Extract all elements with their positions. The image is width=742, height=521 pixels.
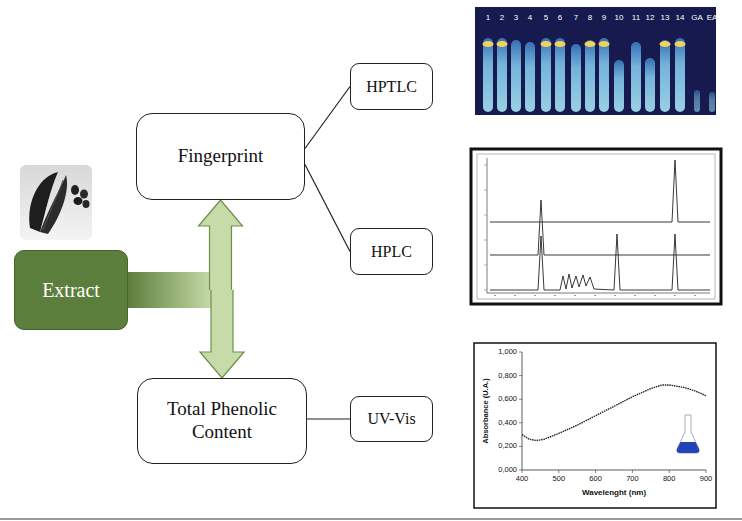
hptlc-plate [475,7,716,115]
lane-label: GA [691,14,703,22]
node-text: Total Phenolic Content [146,398,298,444]
tlc-spot [555,41,566,47]
uv-vis-spectrum [474,343,716,508]
node-text: HPLC [371,242,412,261]
tlc-lane [571,44,581,112]
lane-label: 6 [558,14,562,22]
tlc-lane [525,42,535,112]
lane-label: 11 [632,14,640,22]
axis-tick-label: 500 [553,475,566,483]
technique-box: UV-Vis [350,396,433,442]
method-box: Total Phenolic Content [137,378,307,464]
technique-box: HPLC [350,228,433,275]
axis-tick-label: 0,000 [498,466,517,474]
axis-tick-label: 0,200 [498,443,517,451]
axis-title: Wavelenght (nm) [582,489,646,497]
tlc-spot [585,41,596,47]
axis-tick-label: 800 [663,475,676,483]
lane-label: 5 [544,14,548,22]
tlc-spot [675,41,686,47]
tlc-spot [483,41,494,47]
lane-label: 13 [661,14,670,22]
input-box: Extract [14,250,128,330]
node-text: Extract [42,278,100,302]
tlc-spot [497,41,508,47]
connector [200,290,244,378]
axis-tick-label: 0,400 [498,419,517,427]
axis-tick-label: 0,800 [498,372,517,380]
tlc-lane [511,40,521,112]
lane-label: 7 [574,14,578,22]
tlc-lane [483,38,493,112]
tlc-spot [599,41,610,47]
lane-label: 2 [500,14,504,22]
axis-tick-label: 400 [516,475,529,483]
tlc-lane [614,60,624,112]
axis-tick-label: 700 [626,475,639,483]
node-text: Fingerprint [178,145,264,168]
axis-title: Absorbance (U.A.) [482,378,490,443]
node-text: UV-Vis [367,409,415,428]
tlc-lane [541,38,551,112]
connector [305,165,350,252]
lane-label: 12 [646,14,655,22]
technique-box: HPTLC [350,63,433,110]
axis-tick-label: 600 [589,475,602,483]
lane-label: EA [707,14,718,22]
lane-label: 4 [528,14,532,22]
tlc-lane [497,38,507,112]
tlc-lane [631,42,641,112]
hplc-chromatogram [471,149,721,304]
tlc-lane [675,38,685,112]
lane-label: 8 [588,14,592,22]
node-text: HPTLC [366,77,417,96]
axis-tick-label: 0,600 [498,395,517,403]
method-box: Fingerprint [136,113,305,200]
connector [199,200,243,290]
tlc-lane [660,40,670,112]
tlc-lane [709,92,715,112]
tlc-spot [660,41,671,47]
tlc-lane [645,58,655,112]
frame-line [0,519,742,520]
lane-label: 1 [486,14,490,22]
lane-label: 10 [615,14,624,22]
seed-photo [20,165,92,240]
axis-tick-label: 1,000 [498,348,517,356]
tlc-lane [585,40,595,112]
tlc-lane [694,90,700,112]
connector [305,87,350,149]
lane-label: 14 [676,14,685,22]
connector [307,419,350,420]
axis-tick-label: 900 [700,475,713,483]
lane-label: 3 [514,14,518,22]
lane-label: 9 [602,14,606,22]
tlc-lane [599,38,609,112]
flask-icon [677,415,699,453]
tlc-spot [541,41,552,47]
tlc-lane [555,38,565,112]
